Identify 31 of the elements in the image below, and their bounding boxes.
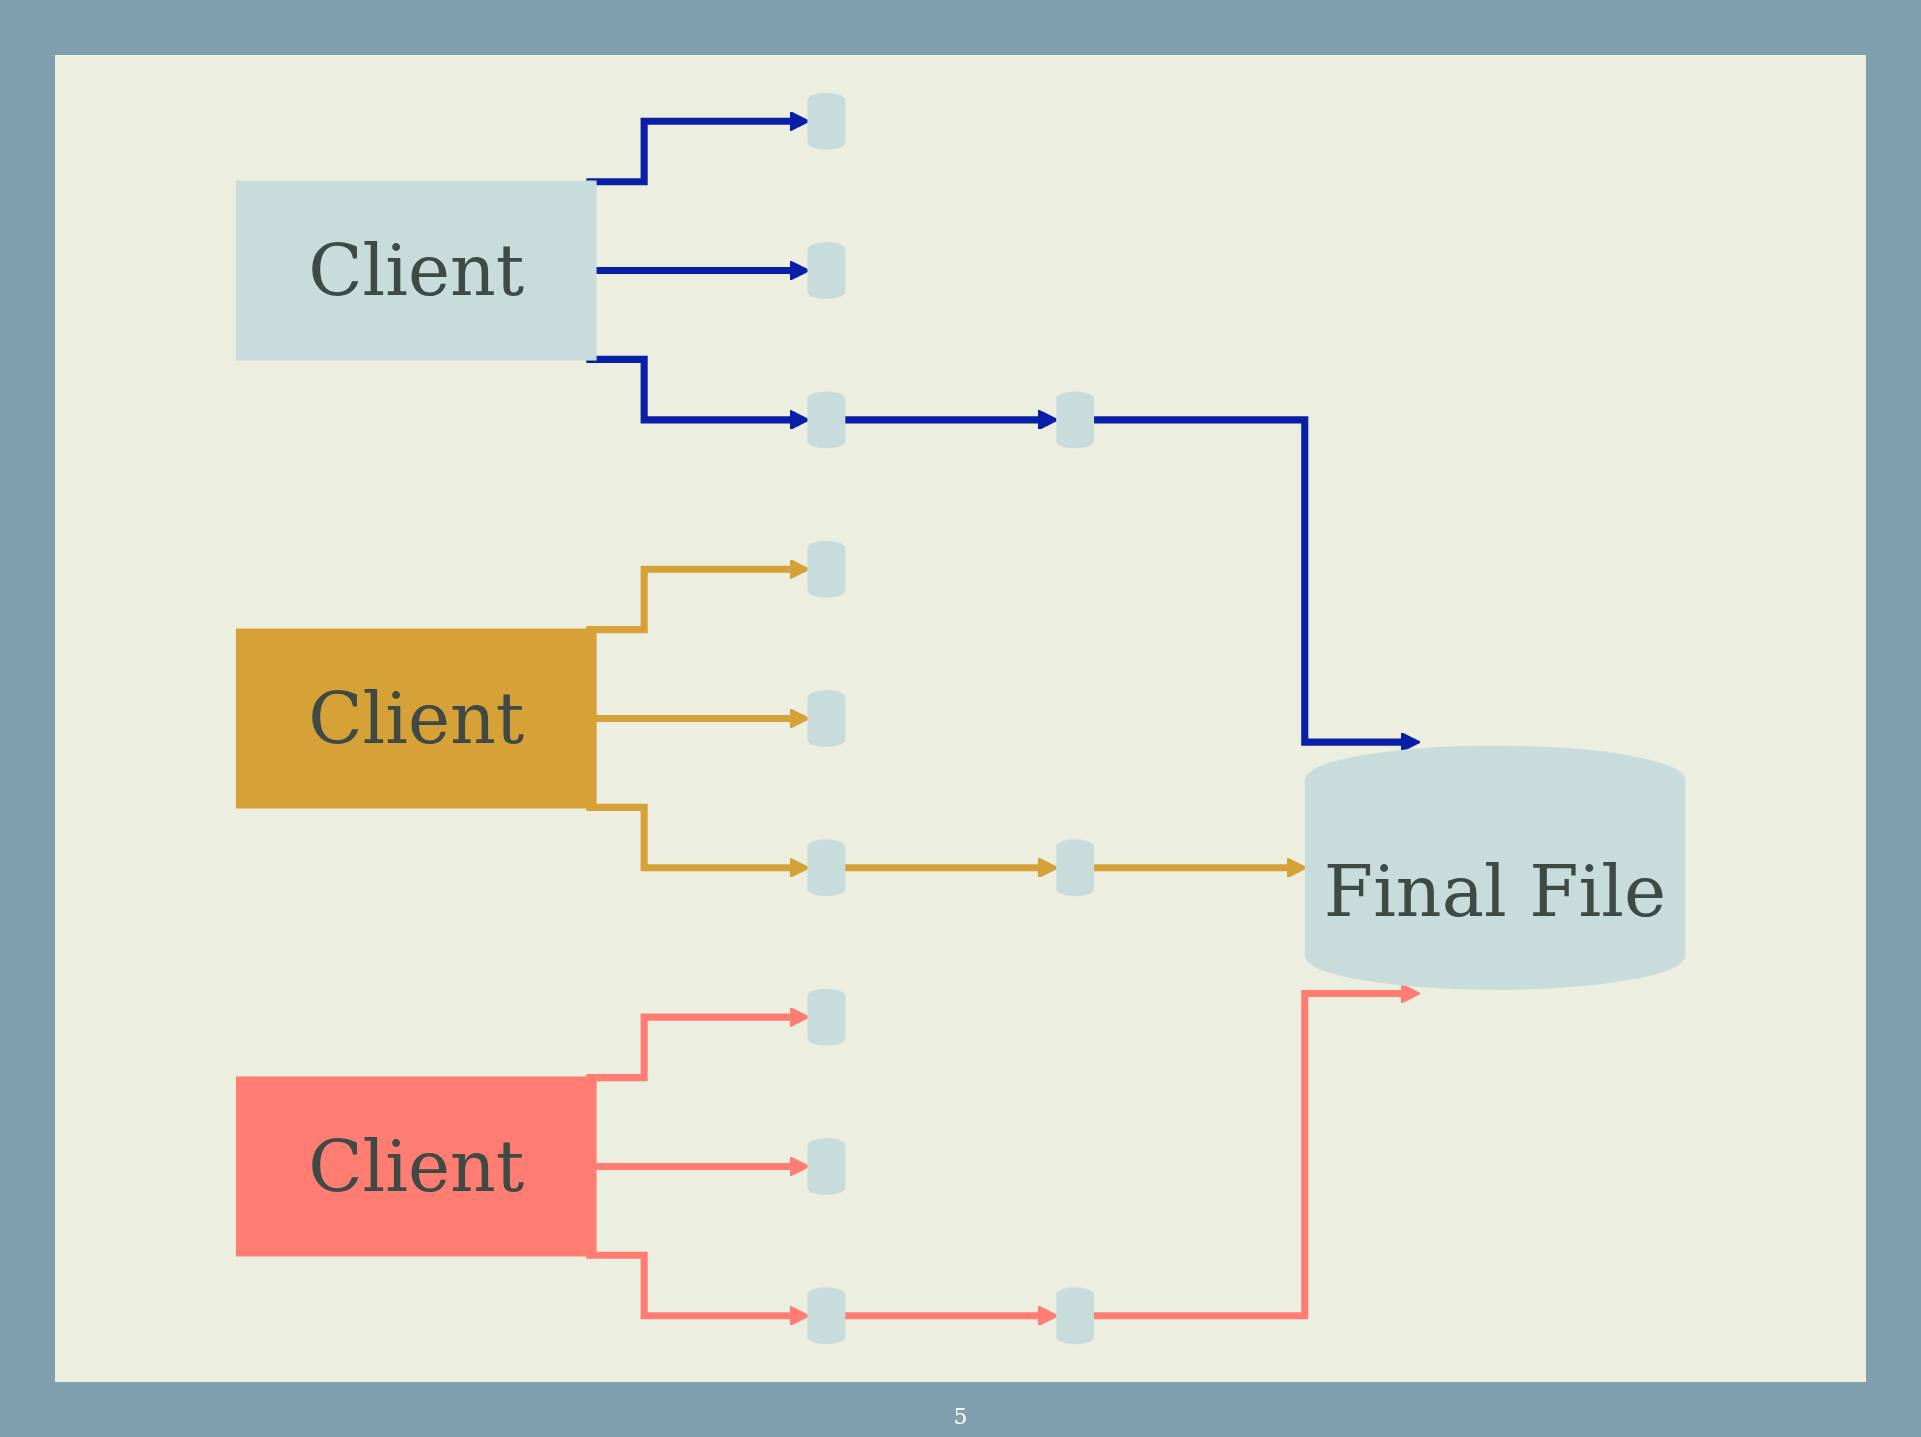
- node-cylinder: [807, 391, 846, 449]
- node-cylinder: [807, 1287, 846, 1345]
- arrow: [844, 857, 1059, 879]
- node-cylinder: [807, 92, 846, 150]
- node-cylinder: [1056, 839, 1095, 897]
- arrow: [586, 803, 810, 879]
- page-number: 5: [953, 1404, 968, 1429]
- node-box: Client: [235, 628, 597, 809]
- arrow: [1092, 983, 1421, 1320]
- arrow: [586, 1006, 810, 1082]
- node-cylinder: [1056, 1287, 1095, 1345]
- node-cylinder: [807, 690, 846, 747]
- arrow: [1092, 857, 1307, 879]
- node-cylinder: [807, 540, 846, 598]
- arrow: [844, 1305, 1059, 1327]
- arrow: [586, 355, 810, 431]
- node-box: Client: [235, 180, 597, 361]
- arrow: [586, 558, 810, 634]
- arrow: [595, 708, 810, 729]
- node-cylinder: [807, 242, 846, 299]
- node-cylinder: [807, 839, 846, 897]
- node-cylinder: [807, 988, 846, 1046]
- arrow: [844, 409, 1059, 431]
- node-cylinder: [807, 1138, 846, 1195]
- arrow: [595, 1156, 810, 1177]
- arrow: [1092, 416, 1421, 753]
- node-box: Client: [235, 1076, 597, 1257]
- arrow: [586, 1251, 810, 1327]
- arrow: [586, 110, 810, 186]
- arrow: [595, 260, 810, 281]
- node-cylinder: [1056, 391, 1095, 449]
